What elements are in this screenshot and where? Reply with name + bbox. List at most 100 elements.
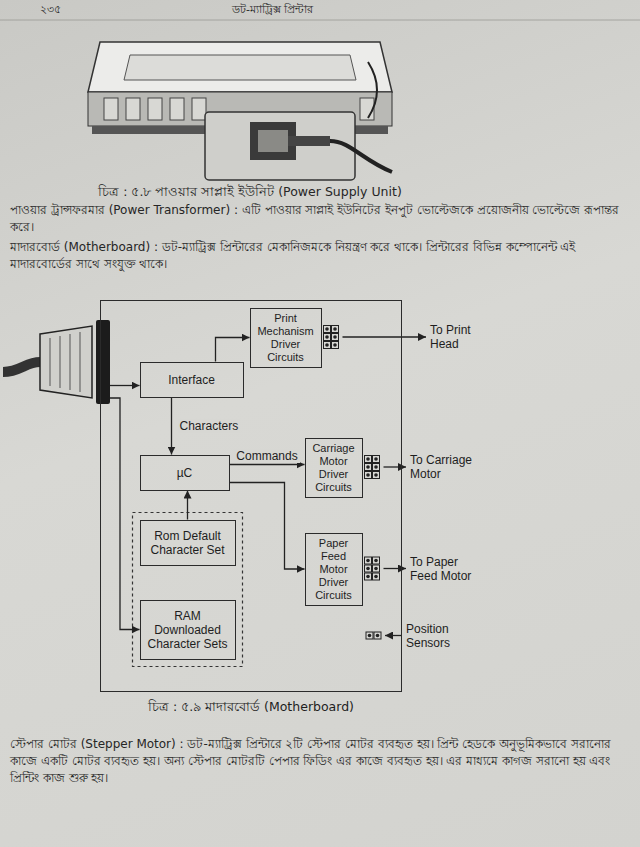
pin-dot <box>366 473 370 477</box>
socket-inset <box>205 112 355 180</box>
pin <box>366 632 373 639</box>
header-rule <box>0 20 640 21</box>
signal-label: Characters <box>178 419 241 433</box>
pin <box>365 472 372 479</box>
panel-ridge <box>170 98 184 120</box>
pin <box>373 472 380 479</box>
driver-box: Print Mechanism Driver Circuits <box>250 308 322 368</box>
pin <box>373 557 380 564</box>
pin-dot <box>374 457 378 461</box>
memory-box: Rom Default Character Set <box>140 520 236 566</box>
signal-lead <box>385 635 402 636</box>
pin <box>365 557 372 564</box>
pin-dot <box>366 567 370 571</box>
signal-lead <box>384 568 407 569</box>
pin-header <box>365 557 380 580</box>
printer-top <box>88 42 392 92</box>
data-wire <box>110 385 140 386</box>
connector-label: To Carriage Motor <box>410 453 480 481</box>
processor-box: µC <box>140 455 230 491</box>
memory-group-outline <box>133 513 243 667</box>
signal-arrow <box>230 483 305 570</box>
pin <box>365 565 372 572</box>
pin <box>374 632 381 639</box>
connector-ridges <box>50 332 80 392</box>
pin-dot <box>374 559 378 563</box>
page-number: ২৩৫ <box>40 3 100 17</box>
signal-label: Commands <box>234 449 299 463</box>
panel-ridge <box>148 98 162 120</box>
power-cord <box>330 141 392 172</box>
pin <box>332 334 339 341</box>
figure-caption: চিত্র : ৫.৯ মাদারবোর্ড (Motherboard) <box>101 699 401 715</box>
pin-header <box>365 456 380 479</box>
motherboard-box: চিত্র : ৫.৯ মাদারবোর্ড (Motherboard)Prin… <box>100 300 402 692</box>
box-label: Paper Feed Motor Driver Circuits <box>308 537 360 602</box>
panel-ridge <box>104 98 118 120</box>
box-label: µC <box>145 466 225 480</box>
pin-dot <box>374 473 378 477</box>
power-plug <box>288 136 330 146</box>
printer-cable <box>3 362 40 372</box>
pin-dot <box>333 327 337 331</box>
pin <box>373 456 380 463</box>
memory-box: RAM Downloaded Character Sets <box>140 600 236 660</box>
body-text: স্টেপার মোটর (Stepper Motor) : ডট-ম্যাট্… <box>10 736 630 787</box>
pin-dot <box>325 335 329 339</box>
pin-dot <box>366 457 370 461</box>
box-label: Print Mechanism Driver Circuits <box>253 312 319 364</box>
pin-dot <box>374 567 378 571</box>
printer-cover <box>124 55 356 80</box>
connector-label: To Print Head <box>430 323 502 351</box>
running-header: ডট-ম্যাট্রিক্স প্রিন্টার <box>232 3 432 17</box>
panel-ridge <box>126 98 140 120</box>
pin <box>324 326 331 333</box>
box-label: Interface <box>145 373 239 387</box>
pin-dot <box>374 575 378 579</box>
pin <box>324 334 331 341</box>
pin-dot <box>325 327 329 331</box>
pin-dot <box>366 575 370 579</box>
signal-lead <box>343 336 427 337</box>
paper-guide <box>368 62 377 118</box>
pin-dot <box>366 559 370 563</box>
connector-label: Position Sensors <box>406 622 470 650</box>
signal-arrow <box>187 491 188 520</box>
pin <box>373 565 380 572</box>
pin-dot <box>366 465 370 469</box>
connector-label: To Paper Feed Motor <box>410 555 480 583</box>
box-label: RAM Downloaded Character Sets <box>144 609 232 651</box>
body-text: মাদারবোর্ড (Motherboard) : ডট-ম্যাট্রিক্… <box>10 239 630 273</box>
pin <box>365 573 372 580</box>
pin-header <box>324 326 339 349</box>
box-label: Carriage Motor Driver Circuits <box>308 442 360 494</box>
pin-dot <box>374 465 378 469</box>
driver-box: Paper Feed Motor Driver Circuits <box>305 533 363 606</box>
signal-arrow <box>216 338 250 362</box>
pin-dot <box>333 335 337 339</box>
box-label: Rom Default Character Set <box>144 529 232 557</box>
pin <box>373 464 380 471</box>
parallel-connector <box>3 320 110 404</box>
pin <box>365 464 372 471</box>
signal-arrow <box>230 464 305 465</box>
pin-dot <box>333 343 337 347</box>
printer-illustration <box>88 42 392 180</box>
pin <box>373 573 380 580</box>
pin <box>332 326 339 333</box>
pin-header <box>366 632 381 639</box>
signal-arrow <box>171 398 172 455</box>
pin-dot <box>376 634 380 638</box>
pin <box>365 456 372 463</box>
connector-shell <box>40 326 92 398</box>
body-text: পাওয়ার ট্রান্সফরমার (Power Transformer)… <box>10 202 630 236</box>
power-socket <box>258 130 288 152</box>
interface-box: Interface <box>140 362 244 398</box>
pin-dot <box>368 634 372 638</box>
connector-socket <box>96 320 110 404</box>
pin-dot <box>325 343 329 347</box>
driver-box: Carriage Motor Driver Circuits <box>305 438 363 498</box>
